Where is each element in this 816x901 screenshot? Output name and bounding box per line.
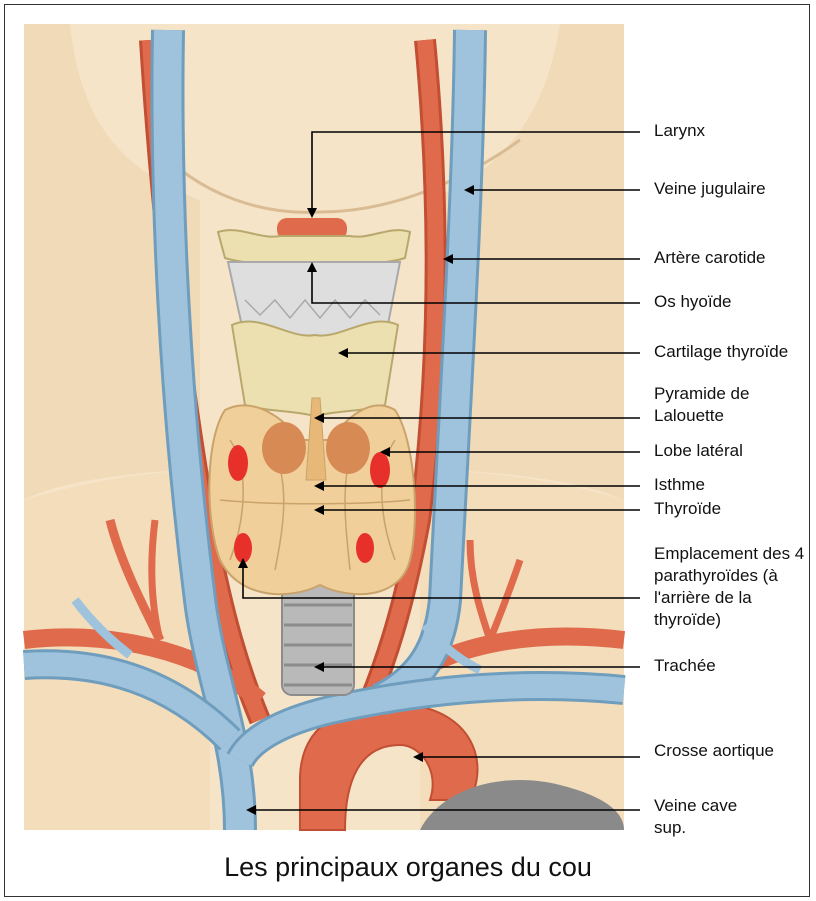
label-pyramide-line1: Pyramide de [654, 383, 749, 405]
label-parathyroides: Emplacement des 4 parathyroïdes (à l'arr… [654, 543, 812, 631]
label-larynx: Larynx [654, 120, 705, 142]
parathyroid-3 [234, 533, 252, 563]
thyroid-shapes [209, 398, 415, 594]
larynx-shapes [218, 218, 410, 416]
label-crosse-aortique: Crosse aortique [654, 740, 774, 762]
parathyroid-2 [370, 452, 390, 488]
label-trachee: Trachée [654, 655, 716, 677]
parathyroid-4 [356, 533, 374, 563]
figure-caption: Les principaux organes du cou [0, 852, 816, 883]
parathyroid-1 [228, 445, 248, 481]
label-cartilage-thyroide: Cartilage thyroïde [654, 341, 788, 363]
label-os-hyoide: Os hyoïde [654, 291, 732, 313]
label-lobe-lateral: Lobe latéral [654, 440, 743, 462]
label-veine-cave: Veine cave sup. [654, 795, 764, 839]
label-veine-jugulaire: Veine jugulaire [654, 178, 766, 200]
label-artere-carotide: Artère carotide [654, 247, 766, 269]
trachea-shape [282, 585, 354, 695]
label-pyramide-line2: Lalouette [654, 405, 724, 427]
label-thyroide: Thyroïde [654, 498, 721, 520]
label-isthme: Isthme [654, 474, 705, 496]
